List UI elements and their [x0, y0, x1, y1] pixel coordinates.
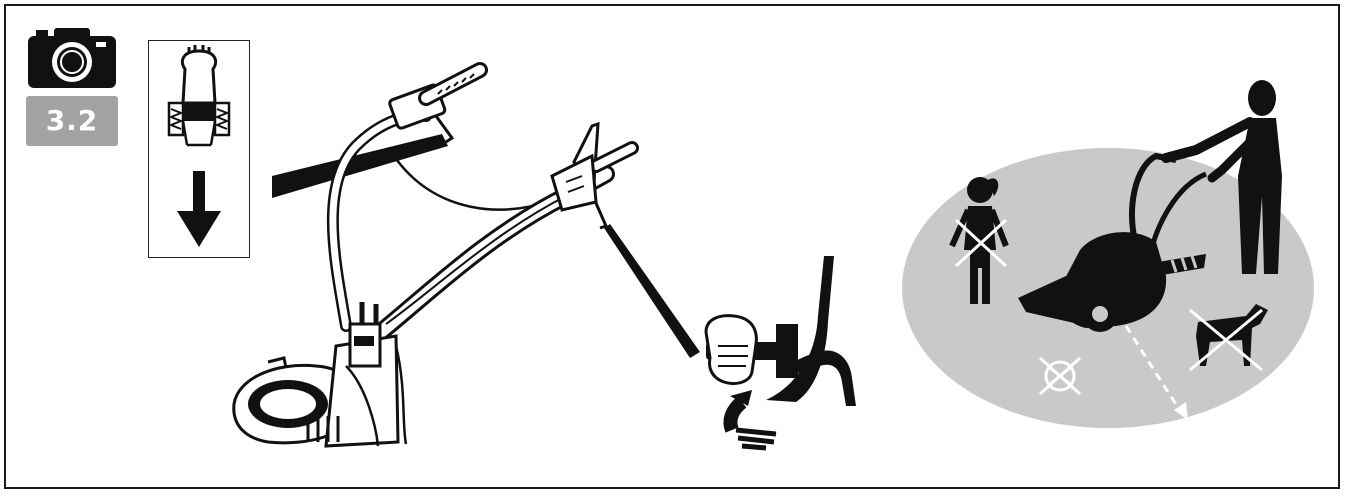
- figure-frame: 3.2: [4, 4, 1340, 489]
- tiller-illustration: [6, 6, 1338, 487]
- detail-callout-line: [604, 224, 700, 358]
- ball-forbidden-icon: [1040, 358, 1080, 394]
- keep-clear-zone-icon: [902, 80, 1314, 428]
- engine-body: [234, 302, 406, 446]
- hand-grip-squeeze-icon: [706, 256, 856, 448]
